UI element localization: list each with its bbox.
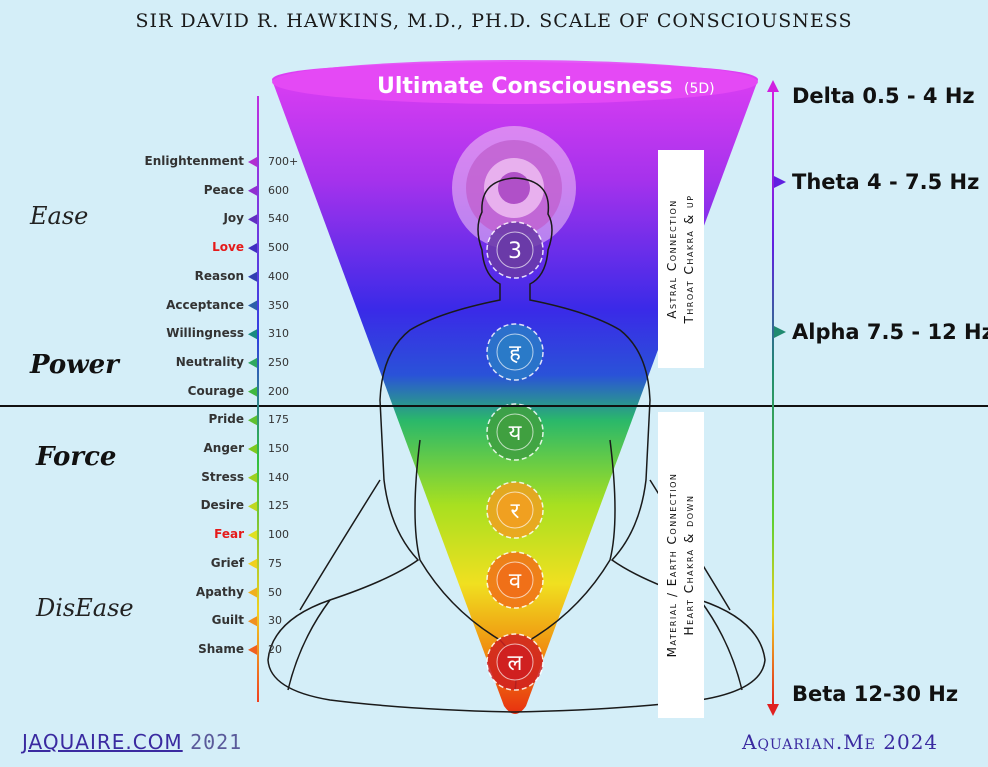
scale-marker-stress <box>248 472 257 483</box>
scale-label-pride: Pride <box>208 412 244 427</box>
scale-label-grief: Grief <box>210 555 244 570</box>
scale-label-joy: Joy <box>223 211 244 226</box>
chakra-6-glyph: ल <box>508 651 524 676</box>
scale-marker-apathy <box>248 587 257 598</box>
chakra-5-glyph: व <box>509 569 522 594</box>
scale-marker-pride <box>248 415 257 426</box>
scale-marker-fear <box>248 530 257 541</box>
footer-credit: Aquarian.Me 2024 <box>742 730 939 754</box>
footer-site-year: 2021 <box>190 730 243 754</box>
wave-delta: Delta 0.5 - 4 Hz <box>792 84 975 108</box>
scale-label-love: Love <box>212 240 244 255</box>
zone-ease: Ease <box>30 202 89 230</box>
chakra-4-glyph: र <box>511 499 521 524</box>
scale-marker-enlightenment <box>248 157 257 167</box>
scale-label-guilt: Guilt <box>211 613 244 628</box>
scale-label-neutrality: Neutrality <box>175 354 244 369</box>
chakra-2-glyph: ह <box>509 341 521 366</box>
scale-value-enlightenment: 700+ <box>268 155 299 168</box>
theta-marker <box>774 176 786 188</box>
scale-value-willingness: 310 <box>268 327 289 341</box>
scale-value-neutrality: 250 <box>268 355 289 369</box>
earth-connection-line1: Material / Earth Connection <box>665 472 679 658</box>
astral-connection-line1: Astral Connection <box>665 199 679 319</box>
chakra-6-icon: ल <box>486 633 544 691</box>
scale-value-pride: 175 <box>268 413 289 427</box>
scale-value-peace: 600 <box>268 183 289 197</box>
footer-site-name[interactable]: JAQUAIRE.COM <box>22 730 183 754</box>
scale-label-peace: Peace <box>203 182 244 197</box>
scale-value-stress: 140 <box>268 470 289 484</box>
scale-label-acceptance: Acceptance <box>166 297 244 312</box>
cone-dimension: (5D) <box>684 81 715 97</box>
scale-label-shame: Shame <box>198 641 244 656</box>
chakra-5-icon: व <box>486 551 544 609</box>
chakra-3-icon: य <box>486 403 544 461</box>
earth-connection-line2: Heart Chakra & down <box>682 494 696 636</box>
zone-disease: DisEase <box>36 594 134 622</box>
scale-marker-love <box>248 243 257 254</box>
chakra-3-glyph: य <box>509 421 523 446</box>
chakra-1-icon: 3 <box>486 221 544 279</box>
scale-marker-willingness <box>248 329 257 340</box>
cone-title: Ultimate Consciousness <box>377 74 673 99</box>
brainwave-arrow-up <box>767 80 779 92</box>
scale-marker-acceptance <box>248 300 257 311</box>
scale-marker-grief <box>248 558 257 569</box>
scale-marker-courage <box>248 386 257 397</box>
scale-value-love: 500 <box>268 241 289 255</box>
astral-connection-line2: Throat Chakra & up <box>682 194 696 324</box>
scale-marker-guilt <box>248 616 257 627</box>
scale-value-joy: 540 <box>268 212 289 226</box>
scale-markers <box>248 157 257 655</box>
scale-value-reason: 400 <box>268 269 289 283</box>
scale-label-courage: Courage <box>187 383 244 398</box>
scale-label-enlightenment: Enlightenment <box>144 154 244 168</box>
chakra-column: 3 ह य र व ल <box>486 221 544 691</box>
scale-label-desire: Desire <box>200 498 244 513</box>
scale-marker-peace <box>248 185 257 196</box>
page-title: SIR DAVID R. HAWKINS, M.D., PH.D. SCALE … <box>135 10 853 32</box>
scale-marker-reason <box>248 271 257 282</box>
scale-label-reason: Reason <box>194 268 244 283</box>
scale-marker-anger <box>248 444 257 454</box>
brainwave-arrow-down <box>767 704 779 716</box>
footer-site[interactable]: JAQUAIRE.COM 2021 <box>22 730 242 754</box>
consciousness-cone <box>271 62 759 714</box>
wave-beta: Beta 12-30 Hz <box>792 682 959 706</box>
scale-label-stress: Stress <box>201 469 244 484</box>
scale-value-desire: 125 <box>268 499 289 513</box>
crown-chakra-icon <box>452 126 576 250</box>
wave-alpha: Alpha 7.5 - 12 Hz <box>792 320 988 344</box>
scale-axis <box>257 96 259 702</box>
scale-marker-neutrality <box>248 357 257 368</box>
chakra-2-icon: ह <box>486 323 544 381</box>
scale-label-apathy: Apathy <box>195 584 244 599</box>
scale-marker-shame <box>248 644 257 655</box>
zone-power: Power <box>30 350 119 380</box>
scale-value-fear: 100 <box>268 528 289 542</box>
scale-value-anger: 150 <box>268 442 289 455</box>
alpha-marker <box>774 326 786 338</box>
astral-connection-box: Astral Connection Throat Chakra & up <box>658 150 704 368</box>
scale-label-willingness: Willingness <box>166 326 244 341</box>
chakra-1-glyph: 3 <box>508 239 522 264</box>
scale-value-courage: 200 <box>268 384 289 398</box>
scale-label-anger: Anger <box>203 441 244 455</box>
earth-connection-box: Material / Earth Connection Heart Chakra… <box>658 412 704 718</box>
scale-label-fear: Fear <box>214 527 244 542</box>
scale-value-shame: 20 <box>268 642 282 656</box>
scale-value-acceptance: 350 <box>268 298 289 312</box>
scale-value-apathy: 50 <box>268 585 282 599</box>
scale-value-guilt: 30 <box>268 614 282 628</box>
brainwave-axis <box>772 92 774 706</box>
zone-force: Force <box>36 442 117 472</box>
scale-marker-joy <box>248 214 257 225</box>
chakra-4-icon: र <box>486 481 544 539</box>
wave-theta: Theta 4 - 7.5 Hz <box>792 170 980 194</box>
scale-value-grief: 75 <box>268 556 282 570</box>
cone-rim <box>272 60 758 104</box>
scale-marker-desire <box>248 501 257 512</box>
